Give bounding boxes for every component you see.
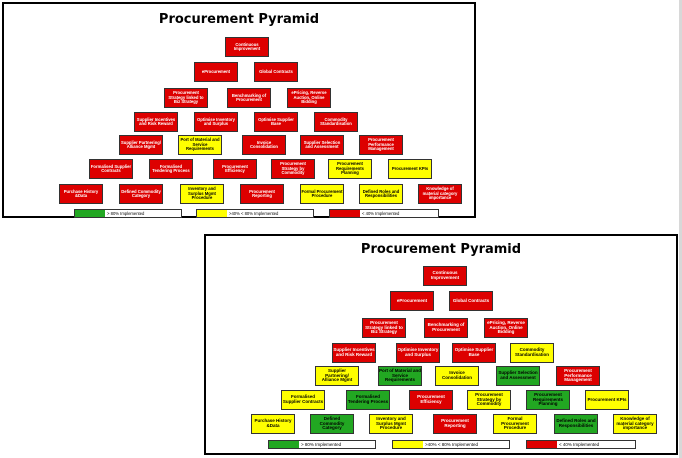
pyramid-block: Optimise Inventory and Surplus: [396, 343, 440, 363]
legend-swatch: [393, 441, 423, 448]
pyramid-block: Formal Procurement Procedure: [493, 414, 537, 434]
pyramid-block: Benchmarking of Procurement: [227, 88, 271, 108]
pyramid-block: Procurement Requirements Planning: [328, 159, 372, 179]
pyramid-block: Global Contracts: [254, 62, 298, 82]
panel-title: Procurement Pyramid: [360, 242, 522, 257]
pyramid-block: ePricing, Reverse Auction, Online Biddin…: [484, 318, 528, 338]
legend-item: < 40% Implemented: [329, 209, 439, 218]
pyramid-block: Global Contracts: [449, 291, 493, 311]
pyramid-block: Procurement KPIs: [388, 159, 432, 179]
legend-swatch: [527, 441, 557, 448]
pyramid-block: eProcurement: [390, 291, 434, 311]
pyramid-block: Procurement Efficiency: [213, 159, 257, 179]
pyramid-block: Continuous Improvement: [423, 266, 467, 286]
legend-item: > 80% Implemented: [74, 209, 182, 218]
legend-label: >40% < 80% Implemented: [425, 442, 479, 447]
legend-item: < 40% Implemented: [526, 440, 636, 449]
legend-item: >40% < 80% Implemented: [196, 209, 314, 218]
pyramid-panel-top: Procurement Pyramid Continuous Improveme…: [2, 2, 476, 218]
pyramid-block: Formalised Tendering Process: [346, 390, 390, 410]
pyramid-block: Supplier Incentives and Risk Reward: [332, 343, 376, 363]
legend-label: < 40% Implemented: [362, 211, 400, 216]
pyramid-block: Inventory and Surplus Mgmt Procedure: [180, 184, 224, 204]
pyramid-block: Supplier Selection and Assessment: [496, 366, 540, 386]
pyramid-block: Purchase History &Data: [251, 414, 295, 434]
pyramid-block: ePricing, Reverse Auction, Online Biddin…: [287, 88, 331, 108]
pyramid-block: Continuous Improvement: [225, 37, 269, 57]
pyramid-block: eProcurement: [194, 62, 238, 82]
pyramid-block: Defined Commodity Category: [310, 414, 354, 434]
pyramid-block: Commodity Standardisation: [314, 112, 358, 132]
pyramid-block: Commodity Standardisation: [510, 343, 554, 363]
pyramid-block: Procurement Strategy linked to Biz Strat…: [362, 318, 406, 338]
pyramid-block: Supplier Partnering/ Alliance Mgmt: [119, 135, 163, 155]
pyramid-block: Defined Roles and Responsibilities: [554, 414, 598, 434]
pyramid-block: Supplier Selection and Assessment: [300, 135, 344, 155]
pyramid-block: Procurement Strategy linked to Biz Strat…: [164, 88, 208, 108]
pyramid-panel-bottom: Procurement Pyramid Continuous Improveme…: [204, 234, 678, 455]
pyramid-block: Formalised Supplier Contracts: [89, 159, 133, 179]
pyramid-block: Defined Roles and Responsibilities: [359, 184, 403, 204]
pyramid-block: Procurement Performance Management: [556, 366, 600, 386]
pyramid-block: Inventory and Surplus Mgmt Procedure: [369, 414, 413, 434]
pyramid-block: Purchase History &Data: [59, 184, 103, 204]
pyramid-block: Knowledge of material category importanc…: [613, 414, 657, 434]
pyramid-block: Port of Material and Service Requirement…: [178, 135, 222, 155]
pyramid-block: Benchmarking of Procurement: [424, 318, 468, 338]
pyramid-block: Procurement Strategy by Commodity: [271, 159, 315, 179]
pyramid-block: Knowledge of material category importanc…: [418, 184, 462, 204]
pyramid-block: Procurement Efficiency: [409, 390, 453, 410]
pyramid-block: Formal Procurement Procedure: [300, 184, 344, 204]
legend-swatch: [330, 210, 360, 217]
pyramid-block: Procurement Reporting: [433, 414, 477, 434]
pyramid-block: Supplier Incentives and Risk Reward: [134, 112, 178, 132]
pyramid-block: Supplier Partnering/ Alliance Mgmt: [315, 366, 359, 386]
pyramid-block: Procurement Reporting: [240, 184, 284, 204]
legend-label: < 40% Implemented: [559, 442, 600, 447]
pyramid-block: Invoice Consolidation: [242, 135, 286, 155]
pyramid-block: Procurement KPIs: [585, 390, 629, 410]
legend-label: > 80% Implemented: [301, 442, 342, 447]
pyramid-block: Optimise Inventory and Surplus: [194, 112, 238, 132]
legend-label: >40% < 80% Implemented: [229, 211, 279, 216]
pyramid-block: Optimise Supplier Base: [452, 343, 496, 363]
legend-item: > 80% Implemented: [268, 440, 376, 449]
pyramid-block: Procurement Performance Management: [359, 135, 403, 155]
legend-label: > 80% Implemented: [107, 211, 145, 216]
legend-item: >40% < 80% Implemented: [392, 440, 510, 449]
panel-title: Procurement Pyramid: [158, 12, 320, 27]
window-scrollbar[interactable]: [679, 0, 682, 458]
pyramid-block: Formalised Tendering Process: [149, 159, 193, 179]
legend-swatch: [197, 210, 227, 217]
pyramid-block: Formalised Supplier Contracts: [281, 390, 325, 410]
pyramid-block: Invoice Consolidation: [435, 366, 479, 386]
pyramid-block: Port of Material and Service Requirement…: [378, 366, 422, 386]
pyramid-block: Defined Commodity Category: [119, 184, 163, 204]
pyramid-block: Procurement Strategy by Commodity: [467, 390, 511, 410]
pyramid-block: Optimise Supplier Base: [254, 112, 298, 132]
pyramid-block: Procurement Requirements Planning: [526, 390, 570, 410]
legend-swatch: [269, 441, 299, 448]
legend-swatch: [75, 210, 105, 217]
